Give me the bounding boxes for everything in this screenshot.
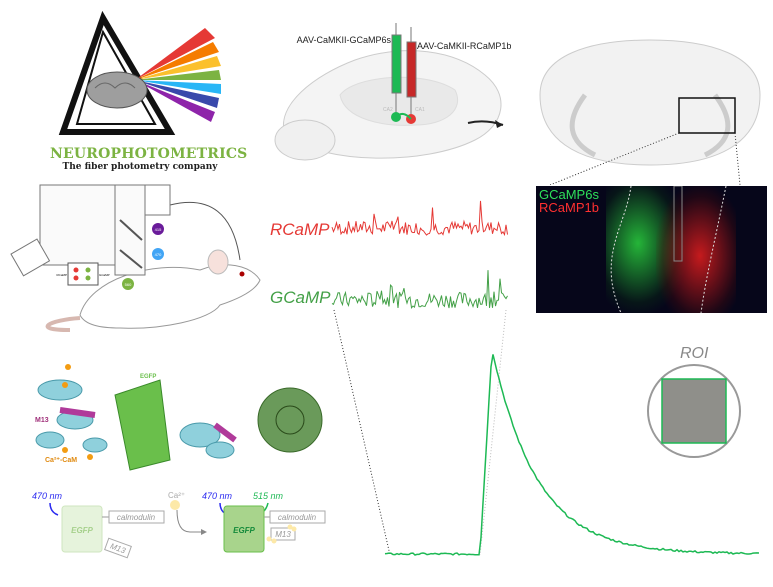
led-470 (152, 248, 164, 260)
green-syringe (391, 34, 402, 94)
logo-prism (58, 10, 221, 135)
gcamp-trace (331, 270, 508, 309)
rainbow-beams (135, 28, 221, 122)
gcamp6s-label: GCaMP6s (539, 187, 599, 202)
gcamp-transient-trace (384, 354, 760, 556)
led-415 (152, 223, 164, 235)
device-gcamp-label: GCaMP (99, 273, 110, 277)
gcamp-protein-structure: EGFP M13 Ca²⁺-CaM (35, 364, 323, 471)
calcium-label: Ca²⁺ (168, 491, 185, 500)
calmodulin-inactive-label: calmodulin (117, 513, 156, 522)
logo-subtitle: The fiber photometry company (62, 162, 218, 172)
led-415-label: 415 (155, 227, 162, 232)
egfp-inactive-label: EGFP (71, 526, 93, 535)
gcamp-trace-label: GCaMP (270, 288, 331, 307)
logo-title: NEUROPHOTOMETRICS (50, 146, 248, 162)
roi-circle (647, 364, 741, 458)
protein-m13-label: M13 (35, 417, 49, 424)
roi-label: ROI (680, 345, 709, 362)
injection-right-label: AAV-CaMKII-RCaMP1b (417, 41, 511, 51)
m13-active-label: M13 (275, 530, 291, 539)
egfp-active-label: EGFP (233, 526, 255, 535)
excitation-right-label: 470 nm (202, 491, 233, 501)
brain-injection-diagram: AAV-CaMKII-GCaMP6s AAV-CaMKII-RCaMP1b CA… (274, 23, 511, 161)
led-470-label: 470 (155, 252, 162, 257)
region-ca1: CA1 (415, 107, 425, 113)
transient-plot (333, 309, 760, 556)
excitation-left-label: 470 nm (32, 491, 63, 501)
rcamp-trace-label: RCaMP (270, 220, 330, 239)
roi-box (678, 97, 736, 134)
photometry-device: RCaMP GCaMP 415 470 560 (10, 184, 261, 332)
rcamp1b-label: RCaMP1b (539, 200, 599, 215)
protein-cam-label: Ca²⁺-CaM (45, 457, 77, 464)
device-rcamp-label: RCaMP (56, 273, 67, 277)
emission-label: 515 nm (253, 491, 284, 501)
egfp-active-box (223, 505, 265, 553)
led-panel (67, 262, 99, 286)
coronal-slice (539, 39, 761, 185)
egfp-inactive-box (61, 505, 103, 553)
brain-icon (86, 71, 148, 109)
injection-left-label: AAV-CaMKII-GCaMP6s (297, 35, 392, 45)
region-ca2: CA2 (383, 107, 393, 113)
red-syringe (406, 41, 417, 98)
led-560 (122, 278, 134, 290)
led-560-label: 560 (125, 282, 132, 287)
histology-image: GCaMP6s RCaMP1b (536, 186, 767, 313)
gcamp-sensor-scheme: 470 nm EGFP calmodulin M13 Ca²⁺ 470 nm 5… (32, 491, 326, 559)
rcamp-trace (331, 200, 508, 237)
traces-plot (331, 200, 508, 309)
calmodulin-active-label: calmodulin (278, 513, 317, 522)
protein-egfp-label: EGFP (140, 374, 156, 380)
